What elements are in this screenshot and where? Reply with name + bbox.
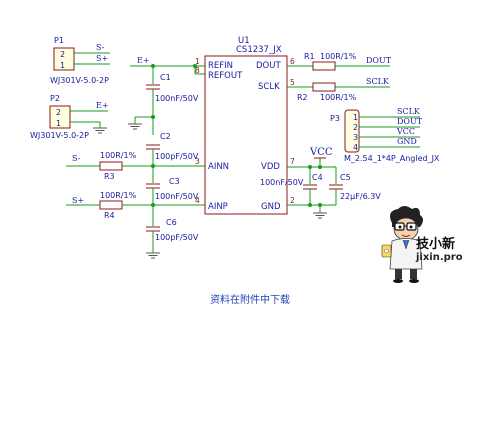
u1-pin-sclk: SCLK (258, 82, 280, 92)
u1-pin-2-num: 2 (290, 196, 295, 205)
c1-value: 100nF/50V (155, 94, 199, 103)
p3-net-sclk: SCLK (397, 107, 421, 116)
p3-pin-3: 3 (353, 133, 358, 142)
r2-ref: R2 (297, 93, 308, 102)
connector-p1: P1 2 1 S- S+ WJ301V-5.0-2P (50, 36, 110, 85)
u1-pin-vdd: VDD (261, 162, 280, 172)
eplus-net-label: E+ (137, 56, 150, 65)
p3-net-vcc: VCC (396, 127, 415, 136)
p3-net-gnd: GND (397, 137, 417, 146)
c5-ref: C5 (340, 173, 351, 182)
c4-ref: C4 (312, 173, 323, 182)
p2-body (49, 105, 71, 129)
c6-value: 100pF/50V (155, 233, 199, 242)
u1-pin-refout: REFOUT (208, 71, 243, 81)
p2-pin-2: 2 (56, 108, 61, 117)
u1-pin-4-num: 4 (195, 196, 200, 205)
c2-value: 100pF/50V (155, 152, 199, 161)
u1-ref: U1 (238, 36, 250, 46)
c2-ref: C2 (160, 132, 171, 141)
u1-pin-ainn: AINN (208, 162, 229, 172)
u1-pin-5-num: 5 (290, 78, 295, 87)
sminus-net-label: S- (72, 154, 81, 163)
p3-pin-2: 2 (353, 123, 358, 132)
r2-value: 100R/1% (320, 93, 357, 102)
p3-pin-1: 1 (353, 113, 358, 122)
connector-p3: P3 1 2 3 4 SCLK DOUT VCC GND M_2.54_1*4P… (330, 107, 440, 163)
p1-pin-2: 2 (60, 50, 65, 59)
r3-ref: R3 (104, 172, 115, 181)
p2-pin-1: 1 (56, 119, 61, 128)
c3-ref: C3 (169, 177, 180, 186)
u1-pin-3-num: 3 (195, 157, 200, 166)
c5-value: 22µF/6.3V (340, 192, 381, 201)
vcc-net-label: VCC (309, 147, 333, 158)
r1-value: 100R/1% (320, 52, 357, 61)
c4-value: 100nF/50V (260, 178, 304, 187)
p2-part: WJ301V-5.0-2P (30, 131, 89, 140)
mascot-logo (381, 206, 423, 283)
c6-ref: C6 (166, 218, 177, 227)
connector-p2: P2 2 1 E+ WJ301V-5.0-2P (30, 94, 109, 140)
u1-pin-ainp: AINP (208, 202, 228, 212)
p1-net-sminus: S- (96, 43, 105, 52)
c1-ref: C1 (160, 73, 171, 82)
p2-ref: P2 (50, 94, 60, 103)
p3-ref: P3 (330, 114, 340, 123)
u1-pin-1-num: 1 (195, 57, 200, 66)
u1-pin-gnd: GND (261, 202, 281, 212)
p1-ref: P1 (54, 36, 64, 45)
p2-net-eplus: E+ (96, 101, 109, 110)
r1-ref: R1 (304, 52, 315, 61)
u1-pin-8-num: 8 (195, 66, 200, 75)
p1-body (53, 47, 75, 71)
ic-u1: U1 CS1237_JX 1 8 3 4 REFIN REFOUT AINN A… (195, 36, 295, 215)
p1-net-splus: S+ (96, 54, 108, 63)
u1-pin-dout: DOUT (256, 61, 281, 71)
u1-part: CS1237_JX (236, 45, 282, 55)
p3-net-dout: DOUT (397, 117, 423, 126)
r3-value: 100R/1% (100, 151, 137, 160)
r4-ref: R4 (104, 211, 115, 220)
brand-url: jixin.pro (416, 252, 463, 263)
p3-pin-4: 4 (353, 143, 358, 152)
p1-pin-1: 1 (60, 61, 65, 70)
download-note: 资料在附件中下载 (210, 295, 290, 306)
u1-pin-7-num: 7 (290, 157, 295, 166)
sclk-net-label: SCLK (366, 77, 390, 86)
p3-part: M_2.54_1*4P_Angled_JX (344, 154, 440, 163)
ground-symbol (93, 127, 107, 134)
splus-net-label: S+ (72, 196, 84, 205)
p1-part: WJ301V-5.0-2P (50, 76, 109, 85)
brand-name: 技小新 (416, 237, 456, 252)
u1-pin-refin: REFIN (208, 61, 233, 71)
dout-net-label: DOUT (366, 56, 392, 65)
u1-pin-6-num: 6 (290, 57, 295, 66)
c3-value: 100nF/50V (155, 192, 199, 201)
r4-value: 100R/1% (100, 191, 137, 200)
